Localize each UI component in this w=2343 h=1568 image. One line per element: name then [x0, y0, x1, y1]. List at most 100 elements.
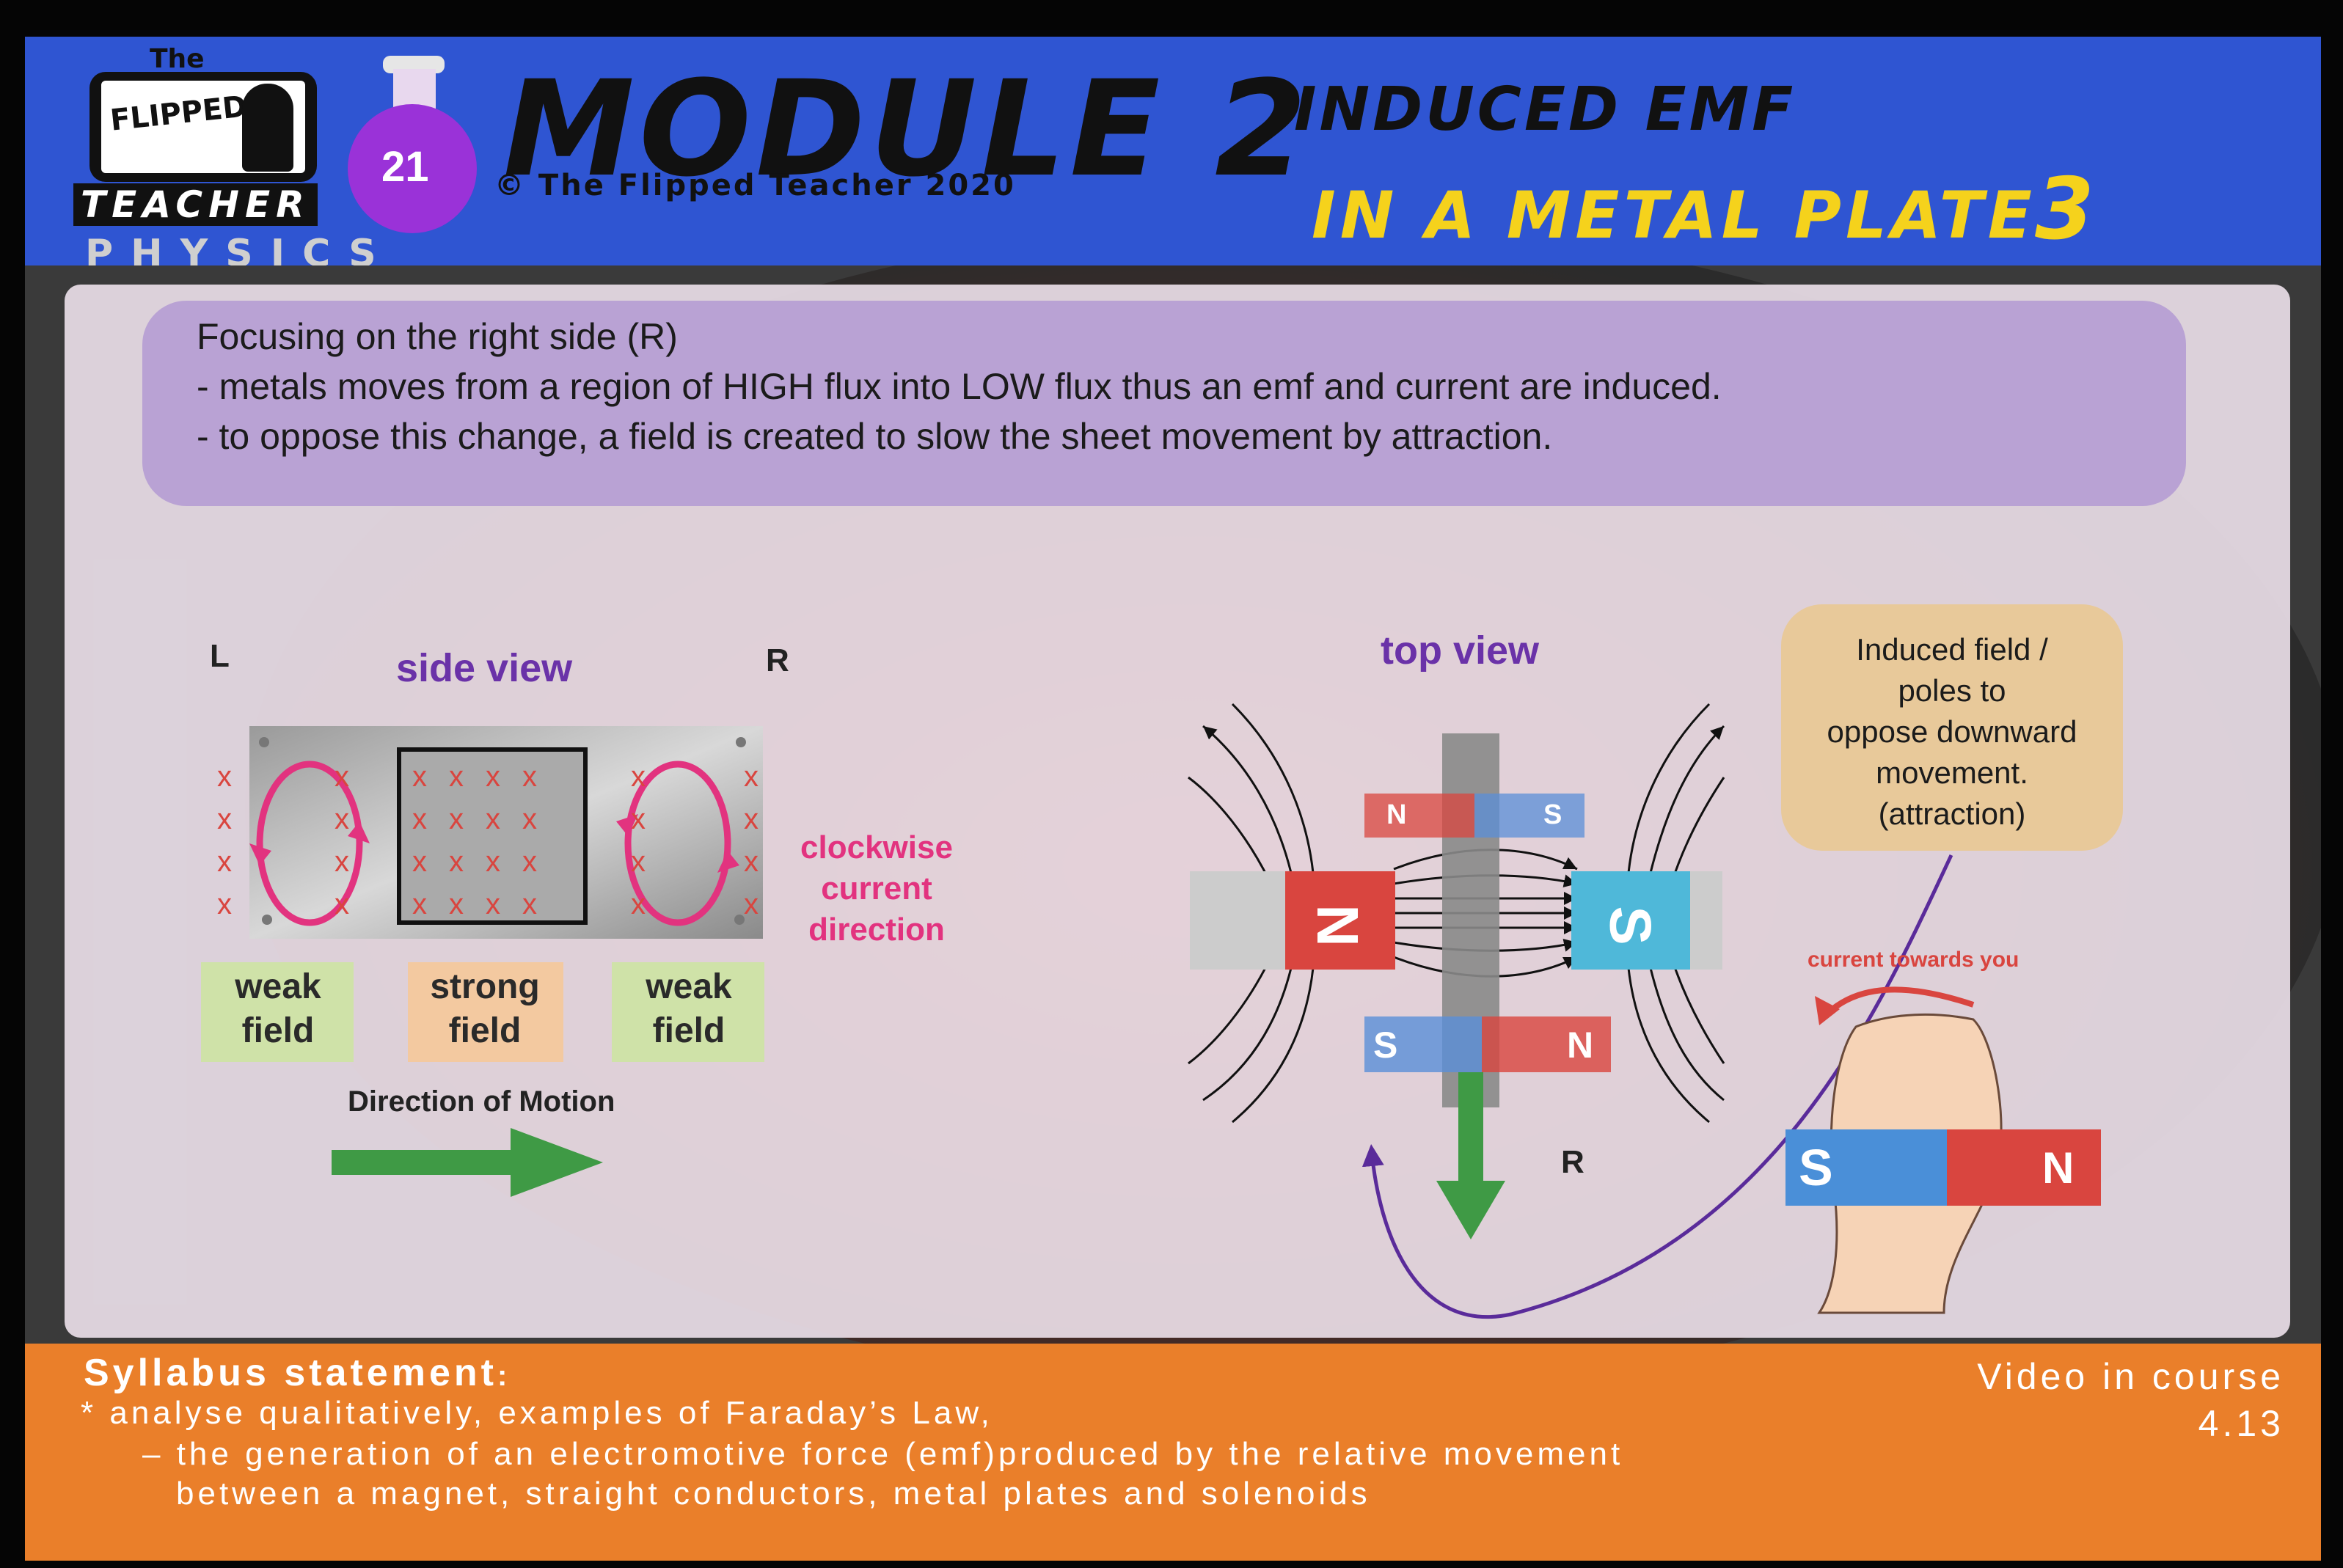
callout-line: poles to	[1898, 673, 2006, 708]
field-label-word: field	[448, 1011, 522, 1050]
strong-field-label: strong field	[408, 965, 562, 1065]
cross-mark: x	[744, 761, 759, 793]
weak-field-label-left: weak field	[201, 965, 355, 1065]
callout-line: oppose downward	[1827, 714, 2077, 749]
weak-field-label-right: weak field	[612, 965, 766, 1065]
bar-magnet-north-letter: N	[1304, 904, 1370, 947]
hand-rule-north-letter: N	[2042, 1143, 2075, 1193]
cross-mark: x	[744, 888, 759, 920]
field-label-word: strong	[430, 967, 540, 1006]
syllabus-line-2: – the generation of an electromotive for…	[142, 1436, 1624, 1472]
bar-magnet-north	[1285, 871, 1395, 970]
cross-mark: x	[522, 761, 559, 793]
direction-of-motion-label: Direction of Motion	[348, 1085, 615, 1118]
syllabus-title: Syllabus statement:	[84, 1351, 511, 1395]
cross-mark: x	[335, 846, 349, 878]
top-view-title: top view	[1381, 629, 1540, 673]
cross-mark: x	[412, 803, 449, 835]
syllabus-colon: :	[497, 1360, 511, 1392]
logo: The FLIPPED TEACHER PHYSICS	[67, 44, 390, 276]
part-number: 3	[2035, 160, 2094, 259]
cross-mark: x	[744, 846, 759, 878]
current-towards-you-label: current towards you	[1807, 948, 2019, 972]
small-pole-bottom-left	[1364, 1016, 1482, 1072]
small-pole-top-left-letter: N	[1386, 799, 1407, 830]
cross-mark: x	[449, 846, 486, 878]
direction-of-motion-arrow	[332, 1128, 603, 1197]
module-title: MODULE 2	[503, 53, 1312, 206]
video-number: 4.13	[2198, 1403, 2284, 1444]
cross-mark: x	[335, 761, 349, 793]
field-label-word: weak	[646, 967, 732, 1006]
small-pole-top-right-letter: S	[1543, 799, 1562, 830]
syllabus-title-text: Syllabus statement	[84, 1352, 497, 1394]
cross-mark: x	[449, 888, 486, 920]
field-label-word: field	[652, 1011, 725, 1050]
summary-bubble: Focusing on the right side (R) - metals …	[142, 301, 2186, 506]
cross-mark: x	[335, 888, 349, 920]
callout-line: movement.	[1876, 755, 2028, 790]
cross-mark: x	[486, 846, 522, 878]
logo-the-text: The	[150, 44, 205, 74]
cross-mark: x	[631, 846, 646, 878]
syllabus-line-3: between a magnet, straight conductors, m…	[176, 1476, 1371, 1512]
cross-mark: x	[522, 803, 559, 835]
flask-icon: 21	[345, 56, 491, 236]
field-label-word: field	[241, 1011, 315, 1050]
cross-mark: x	[217, 761, 232, 793]
induced-field-callout: Induced field / poles to oppose downward…	[1781, 604, 2123, 851]
syllabus-line-1: * analyse qualitatively, examples of Far…	[81, 1395, 993, 1431]
small-pole-bottom-right	[1482, 1016, 1611, 1072]
small-pole-top-left	[1364, 794, 1474, 838]
bar-magnet-right-end	[1690, 871, 1722, 970]
field-lines	[1188, 703, 1725, 1124]
cross-mark: x	[449, 803, 486, 835]
eddy-current-loop-right	[616, 761, 739, 926]
cross-mark: x	[335, 803, 349, 835]
cross-mark: x	[522, 888, 559, 920]
video-in-course-label: Video in course	[1977, 1356, 2284, 1397]
teacher-silhouette-icon	[242, 84, 293, 172]
side-view-label-r: R	[766, 642, 789, 678]
current-label-word: current	[821, 871, 932, 906]
summary-line-1: Focusing on the right side (R)	[197, 316, 678, 357]
cross-mark: x	[744, 803, 759, 835]
cross-mark: x	[486, 761, 522, 793]
downward-motion-arrow	[1436, 1072, 1505, 1239]
field-label-word: weak	[235, 967, 321, 1006]
hand-rule-south-letter: S	[1799, 1139, 1833, 1196]
summary-line-3: - to oppose this change, a field is crea…	[197, 416, 1553, 457]
cross-mark: x	[412, 888, 449, 920]
bar-magnet-left-end	[1190, 871, 1285, 970]
callout-line: (attraction)	[1878, 796, 2026, 831]
topic-title-line2: IN A METAL PLATE	[1312, 177, 2036, 253]
current-label-word: clockwise	[800, 829, 953, 865]
copyright-text: © The Flipped Teacher 2020	[494, 169, 1016, 202]
cross-mark: x	[217, 803, 232, 835]
hand-rule-magnet-south	[1785, 1129, 1947, 1206]
small-pole-bottom-left-letter: S	[1373, 1025, 1398, 1066]
cross-mark: x	[217, 846, 232, 878]
magnetic-field-crosses: x x x x x x x x xxxx xxxx xxxx xxxx x x …	[213, 755, 785, 931]
weak-field-box-left	[201, 962, 354, 1062]
flask-number: 21	[381, 143, 429, 191]
strong-field-box	[408, 962, 563, 1062]
small-pole-top-right	[1474, 794, 1584, 838]
summary-line-2: - metals moves from a region of HIGH flu…	[197, 366, 1722, 407]
cross-mark: x	[522, 846, 559, 878]
cross-mark: x	[486, 803, 522, 835]
eddy-current-loop-left	[249, 761, 370, 926]
side-view-label-l: L	[210, 638, 230, 674]
small-pole-bottom-right-letter: N	[1567, 1025, 1594, 1066]
header-bar: The FLIPPED TEACHER PHYSICS 21 MODULE 2 …	[25, 37, 2321, 276]
side-view-title: side view	[396, 646, 573, 690]
cross-mark: x	[631, 803, 646, 835]
clockwise-current-label: clockwise current direction	[770, 827, 983, 950]
topic-title-line1: INDUCED EMF	[1294, 75, 1796, 144]
bar-magnet-south-letter: S	[1598, 906, 1664, 945]
callout-line: Induced field /	[1856, 632, 2048, 667]
current-label-word: direction	[808, 912, 945, 948]
cross-mark: x	[449, 761, 486, 793]
logo-teacher-text: TEACHER	[73, 183, 318, 226]
